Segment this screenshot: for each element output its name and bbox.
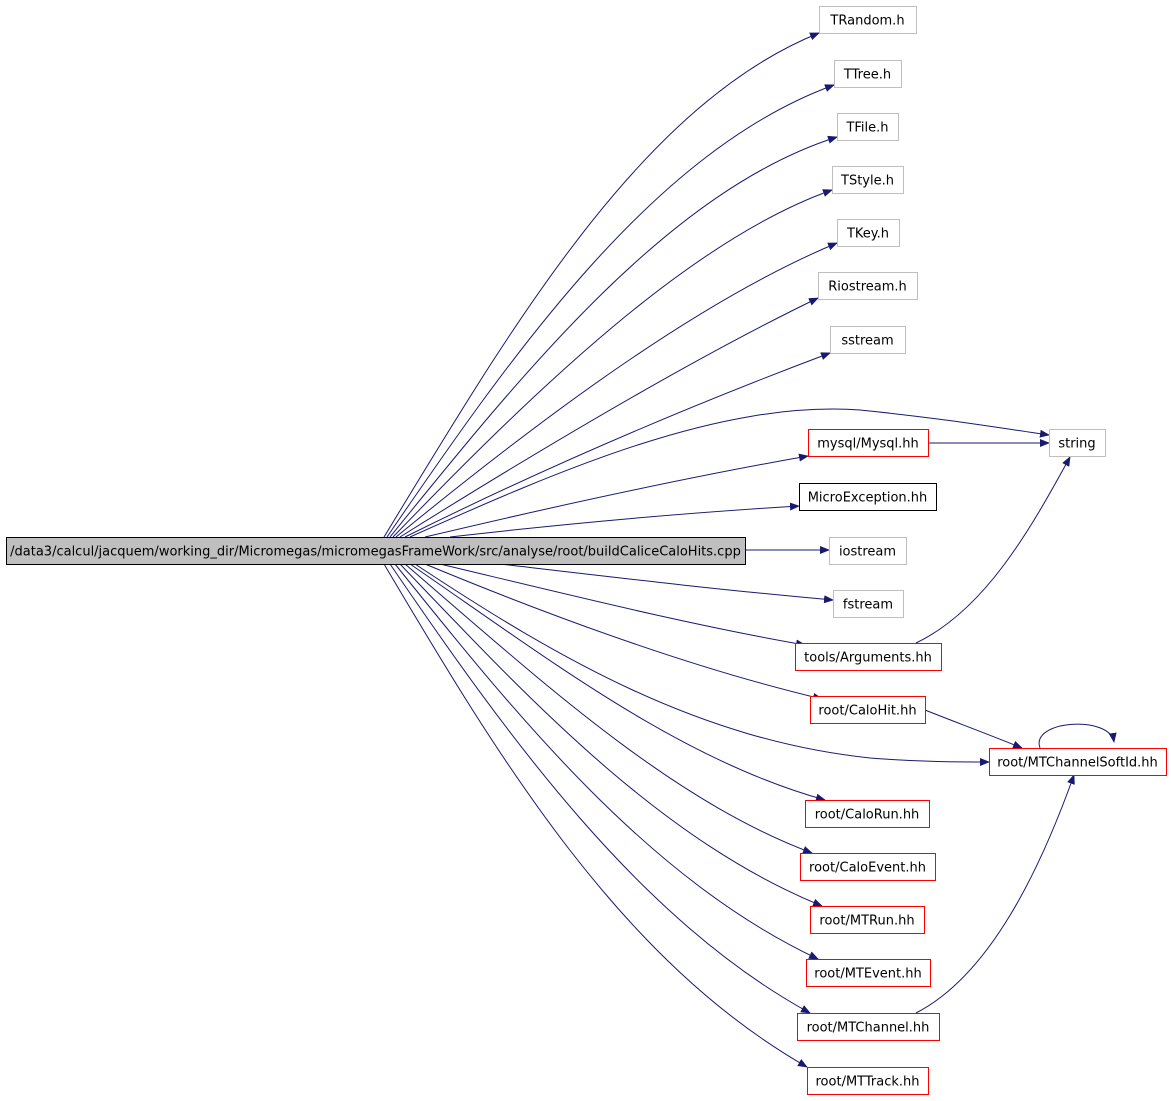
edge-source-to-mtchannelsoftid	[414, 563, 990, 766]
edge-source-to-microexception	[449, 502, 800, 538]
node-label-tfile: TFile.h	[845, 121, 888, 136]
node-calohit[interactable]: root/CaloHit.hh	[810, 696, 926, 724]
node-microexception[interactable]: MicroException.hh	[799, 483, 937, 511]
node-ttree[interactable]: TTree.h	[834, 60, 902, 88]
node-mttrack[interactable]: root/MTTrack.hh	[807, 1067, 929, 1095]
edge-source-to-mtchannel	[389, 563, 811, 1014]
node-riostream[interactable]: Riostream.h	[818, 272, 918, 300]
node-label-riostream: Riostream.h	[828, 280, 907, 295]
node-label-trandom: TRandom.h	[829, 14, 904, 29]
node-box-caloevent	[800, 853, 936, 881]
edge-calohit-to-mtchannelsoftid	[924, 709, 1023, 749]
node-box-mttrack	[807, 1067, 929, 1095]
edge-source-to-tstyle	[392, 189, 833, 538]
edge-source-to-caloevent	[404, 563, 813, 854]
edges-layer	[383, 32, 1117, 1068]
edge-source-to-calohit	[424, 563, 823, 701]
node-tkey[interactable]: TKey.h	[837, 219, 900, 247]
node-source[interactable]: /data3/calcul/jacquem/working_dir/Microm…	[6, 537, 746, 565]
node-mtrun[interactable]: root/MTRun.hh	[810, 906, 925, 934]
node-box-source	[6, 537, 746, 565]
node-label-mtevent: root/MTEvent.hh	[814, 967, 921, 982]
node-box-riostream	[818, 272, 918, 300]
edge-source-to-tfile	[389, 135, 838, 538]
edge-arguments-to-string	[915, 456, 1071, 644]
node-mtchannel[interactable]: root/MTChannel.hh	[797, 1013, 940, 1041]
node-mtchannelsoftid[interactable]: root/MTChannelSoftId.hh	[989, 748, 1167, 776]
node-label-sstream: sstream	[841, 334, 893, 349]
node-label-mtrun: root/MTRun.hh	[819, 914, 914, 929]
edge-source-to-sstream	[404, 352, 831, 538]
node-box-string	[1049, 429, 1106, 457]
node-tfile[interactable]: TFile.h	[837, 113, 899, 141]
node-tstyle[interactable]: TStyle.h	[832, 166, 904, 194]
node-label-arguments: tools/Arguments.hh	[804, 651, 932, 666]
node-box-tkey	[837, 219, 900, 247]
node-box-mtchannel	[797, 1013, 940, 1041]
node-box-mysql	[808, 429, 929, 457]
edge-mtchannelsoftid-to-mtchannelsoftid	[1038, 723, 1117, 749]
nodes-layer: /data3/calcul/jacquem/working_dir/Microm…	[6, 6, 1167, 1095]
node-label-caloevent: root/CaloEvent.hh	[809, 861, 926, 876]
node-caloevent[interactable]: root/CaloEvent.hh	[800, 853, 936, 881]
node-label-string: string	[1058, 437, 1095, 452]
node-label-mysql: mysql/Mysql.hh	[817, 437, 919, 452]
node-mtevent[interactable]: root/MTEvent.hh	[806, 959, 931, 987]
node-label-calorun: root/CaloRun.hh	[815, 808, 920, 823]
node-label-mtchannel: root/MTChannel.hh	[807, 1021, 930, 1036]
node-label-iostream: iostream	[839, 545, 896, 560]
node-box-tfile	[837, 113, 899, 141]
node-calorun[interactable]: root/CaloRun.hh	[805, 800, 930, 828]
node-box-trandom	[819, 6, 917, 34]
node-box-sstream	[830, 326, 906, 354]
edge-source-to-fstream	[499, 563, 834, 604]
edge-source-to-calorun	[409, 563, 826, 802]
edge-source-to-mttrack	[383, 563, 808, 1068]
node-arguments[interactable]: tools/Arguments.hh	[795, 643, 942, 671]
node-label-mtchannelsoftid: root/MTChannelSoftId.hh	[997, 756, 1158, 771]
node-label-tstyle: TStyle.h	[840, 174, 894, 189]
node-box-mtevent	[806, 959, 931, 987]
node-string[interactable]: string	[1049, 429, 1106, 457]
node-sstream[interactable]: sstream	[830, 326, 906, 354]
node-box-calohit	[810, 696, 926, 724]
edge-source-to-riostream	[399, 297, 819, 538]
node-box-arguments	[795, 643, 942, 671]
node-trandom[interactable]: TRandom.h	[819, 6, 917, 34]
edge-mtchannel-to-mtchannelsoftid	[915, 774, 1075, 1014]
node-box-mtrun	[810, 906, 925, 934]
node-label-microexception: MicroException.hh	[808, 491, 928, 506]
edge-source-to-tkey	[395, 242, 838, 538]
node-box-mtchannelsoftid	[989, 748, 1167, 776]
edge-source-to-string	[409, 408, 1050, 538]
node-box-fstream	[833, 590, 904, 618]
node-box-calorun	[805, 800, 930, 828]
node-mysql[interactable]: mysql/Mysql.hh	[808, 429, 929, 457]
node-box-ttree	[834, 60, 902, 88]
node-label-mttrack: root/MTTrack.hh	[816, 1075, 920, 1090]
node-label-ttree: TTree.h	[843, 68, 891, 83]
node-fstream[interactable]: fstream	[833, 590, 904, 618]
node-label-fstream: fstream	[843, 598, 893, 613]
node-label-tkey: TKey.h	[846, 227, 889, 242]
edge-source-to-arguments	[439, 563, 806, 648]
node-label-source: /data3/calcul/jacquem/working_dir/Microm…	[10, 545, 741, 560]
edge-source-to-trandom	[383, 32, 820, 538]
edge-source-to-mtevent	[394, 563, 819, 960]
edge-source-to-mtrun	[399, 563, 823, 907]
node-label-calohit: root/CaloHit.hh	[818, 704, 916, 719]
node-box-tstyle	[832, 166, 904, 194]
edge-source-to-mysql	[424, 453, 809, 538]
node-box-microexception	[799, 483, 937, 511]
edge-source-to-ttree	[386, 84, 835, 538]
node-box-iostream	[829, 537, 907, 565]
node-iostream[interactable]: iostream	[829, 537, 907, 565]
